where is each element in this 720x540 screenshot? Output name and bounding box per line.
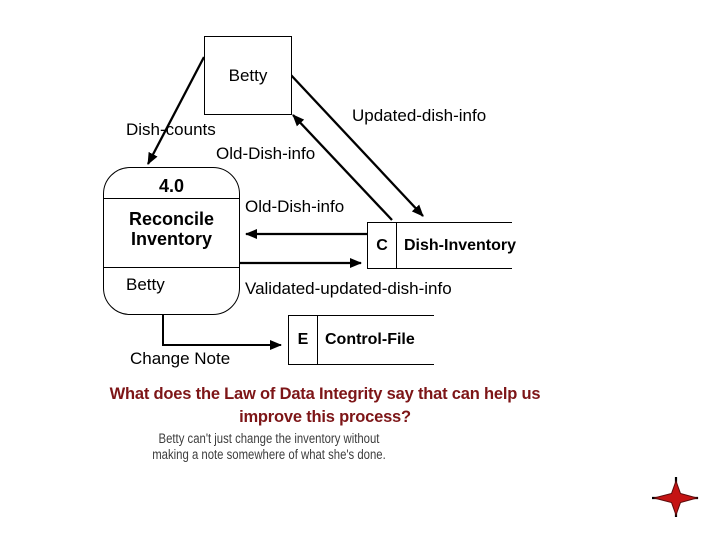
process-name: Reconcile Inventory [104, 199, 239, 268]
data-store-name: Dish-Inventory [404, 236, 517, 254]
star-icon [652, 477, 699, 517]
old-dish-info-to-betty-arrow [292, 114, 393, 221]
updated-dish-info-arrow [289, 73, 424, 217]
note-line-2: making a note somewhere of what she's do… [152, 446, 386, 462]
flow-label-change-note: Change Note [130, 349, 231, 368]
process-actor: Betty [126, 275, 165, 294]
question-text: What does the Law of Data Integrity say … [0, 383, 650, 428]
flow-label-old-dish-info-lower: Old-Dish-info [245, 197, 345, 216]
data-store-name: Control-File [325, 331, 415, 348]
dish-counts-arrow [146, 56, 206, 165]
change-note-arrow [162, 314, 282, 350]
flow-label-dish-counts: Dish-counts [126, 120, 216, 139]
flow-label-validated-updated-dish-info: Validated-updated-dish-info [245, 279, 452, 298]
data-store-control-file: E Control-File [288, 315, 434, 365]
data-store-id: E [289, 316, 318, 364]
data-store-id: C [368, 223, 397, 268]
question-line-2: improve this process? [239, 407, 411, 426]
note-text: Betty can't just change the inventory wi… [0, 431, 538, 462]
external-entity-betty: Betty [204, 36, 292, 115]
data-store-dish-inventory: C Dish-Inventory [367, 222, 516, 269]
question-line-1: What does the Law of Data Integrity say … [109, 385, 541, 403]
note-line-1: Betty can't just change the inventory wi… [158, 431, 380, 446]
external-entity-label: Betty [228, 65, 268, 85]
star-body [653, 479, 699, 517]
flow-label-updated-dish-info: Updated-dish-info [352, 106, 487, 125]
process-reconcile-inventory: 4.0 Reconcile Inventory Betty [103, 167, 240, 315]
process-number: 4.0 [104, 168, 239, 199]
flow-label-old-dish-info-upper: Old-Dish-info [216, 144, 316, 163]
